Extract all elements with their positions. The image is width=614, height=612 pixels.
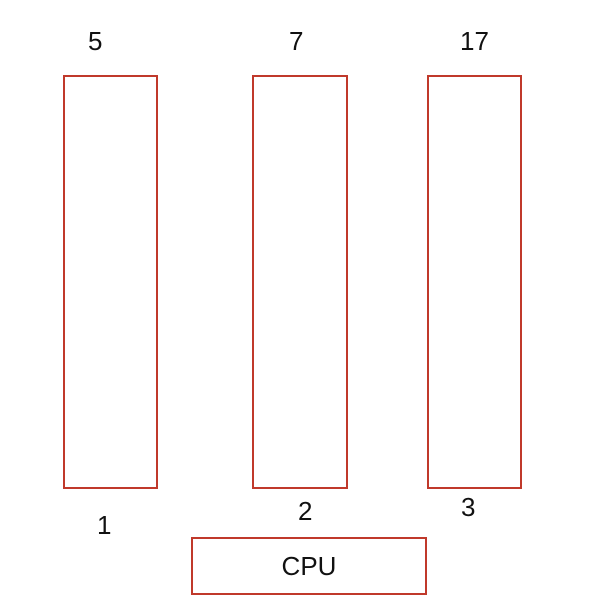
- queue-2-top-value: 7: [289, 26, 304, 56]
- cpu-label: CPU: [281, 550, 337, 581]
- queue-2-box: [252, 75, 348, 489]
- cpu-box: CPU: [191, 537, 427, 595]
- queue-1-bottom-id: 1: [97, 510, 112, 540]
- queue-2-bottom-id: 2: [298, 496, 313, 526]
- queue-1-top-value: 5: [88, 26, 103, 56]
- queue-1-box: [63, 75, 158, 489]
- queue-3-bottom-id: 3: [461, 492, 476, 522]
- queue-3-top-value: 17: [460, 26, 489, 56]
- queue-3-box: [427, 75, 522, 489]
